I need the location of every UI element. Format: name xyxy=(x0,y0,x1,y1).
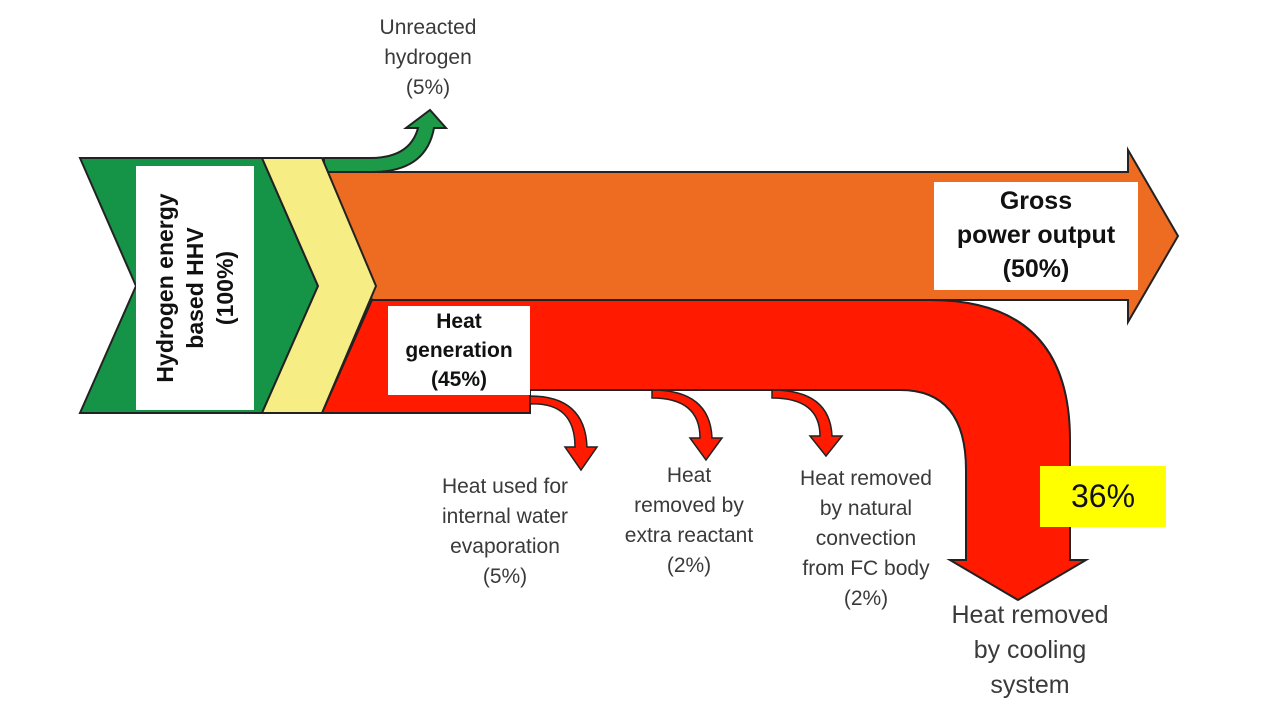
source-label-line: based HHV xyxy=(182,227,208,349)
natural-convection-branch-arrow xyxy=(771,389,844,458)
source-label: Hydrogen energy based HHV (100%) xyxy=(150,193,240,382)
natural-convection-label: Heat removed by natural convection from … xyxy=(774,464,958,614)
source-label-box xyxy=(136,166,254,410)
label-line: extra reactant xyxy=(624,524,754,547)
label-line: (2%) xyxy=(666,554,712,577)
yellow-chevron xyxy=(260,157,378,414)
cooling-percent-highlight: 36% xyxy=(1040,466,1166,527)
label-line: internal water xyxy=(441,505,569,528)
extra-reactant-branch-arrow xyxy=(651,389,724,462)
source-label-line: Hydrogen energy xyxy=(152,193,178,383)
label-line: Heat removed xyxy=(800,467,932,490)
label-line: Heat used for xyxy=(441,475,569,498)
unreacted-hydrogen-label: Unreacted hydrogen (5%) xyxy=(358,13,498,103)
label-line: convection xyxy=(815,527,917,550)
label-line: by natural xyxy=(819,497,913,520)
label-line: (5%) xyxy=(405,76,451,99)
evaporation-label: Heat used for internal water evaporation… xyxy=(415,472,595,592)
label-line: Heat xyxy=(666,464,712,487)
label-line: Unreacted xyxy=(379,16,477,39)
label-line: (45%) xyxy=(430,368,488,391)
label-line: system xyxy=(990,671,1070,699)
cooling-system-label: Heat removed by cooling system xyxy=(920,598,1140,703)
gross-power-label: Gross power output (50%) xyxy=(934,182,1138,290)
heat-generation-label: Heat generation (45%) xyxy=(388,306,530,395)
label-line: (5%) xyxy=(482,565,528,588)
label-line: Heat removed xyxy=(951,601,1109,629)
label-line: Gross xyxy=(999,187,1073,215)
extra-reactant-label: Heat removed by extra reactant (2%) xyxy=(600,461,778,581)
label-line: generation xyxy=(405,339,513,362)
label-line: from FC body xyxy=(802,557,930,580)
label-line: power output xyxy=(956,221,1116,249)
label-line: (50%) xyxy=(1002,255,1070,283)
label-line: evaporation xyxy=(450,535,560,558)
evaporation-branch-arrow xyxy=(529,395,599,472)
label-line: Heat xyxy=(436,310,482,333)
label-line: (2%) xyxy=(843,587,889,610)
source-label-line: (100%) xyxy=(212,250,238,326)
label-line: hydrogen xyxy=(384,46,472,69)
unreacted-hydrogen-arrow xyxy=(323,108,449,173)
label-line: by cooling xyxy=(973,636,1087,664)
label-line: removed by xyxy=(634,494,744,517)
